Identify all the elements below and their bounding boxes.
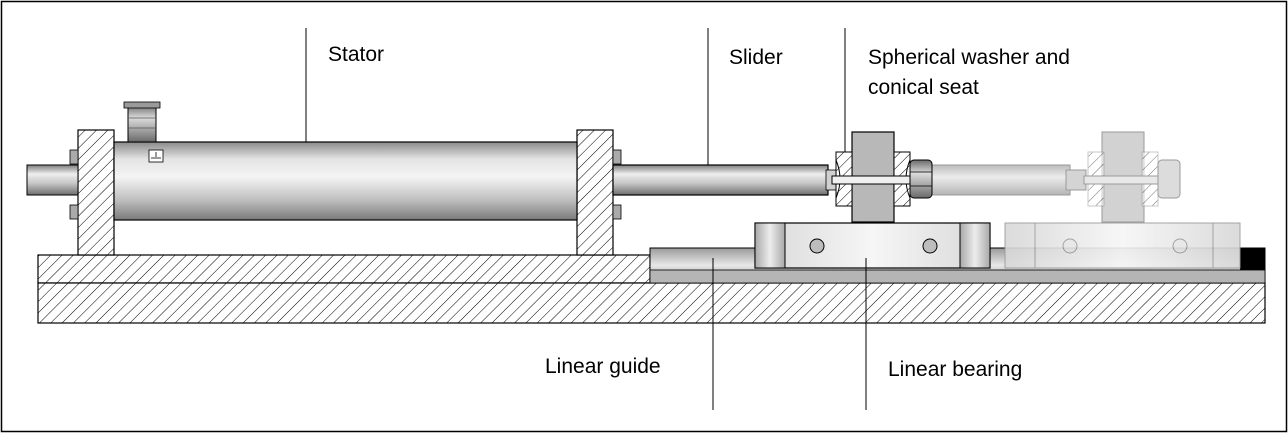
slider-rod [612,164,837,196]
ghost-slider-rod [929,131,1181,223]
washer-label-line2: conical seat [868,76,979,99]
washer-label-line1: Spherical washer and [868,46,1070,69]
rear-flange [69,129,115,256]
nut [909,159,933,199]
stator-label: Stator [328,43,385,66]
ghost-carriage [1004,222,1241,269]
spherical-washer-assembly [831,131,933,223]
linear-bearing-block [754,222,991,269]
front-flange [576,129,622,256]
linear-guide-label: Linear guide [545,355,661,378]
linear-bearing-label: Linear bearing [888,358,1023,381]
cable-connector [127,104,157,143]
stator-body [113,101,578,221]
rear-rod-stub [26,164,79,196]
leader-lines [305,28,867,410]
slider-label: Slider [729,46,783,69]
